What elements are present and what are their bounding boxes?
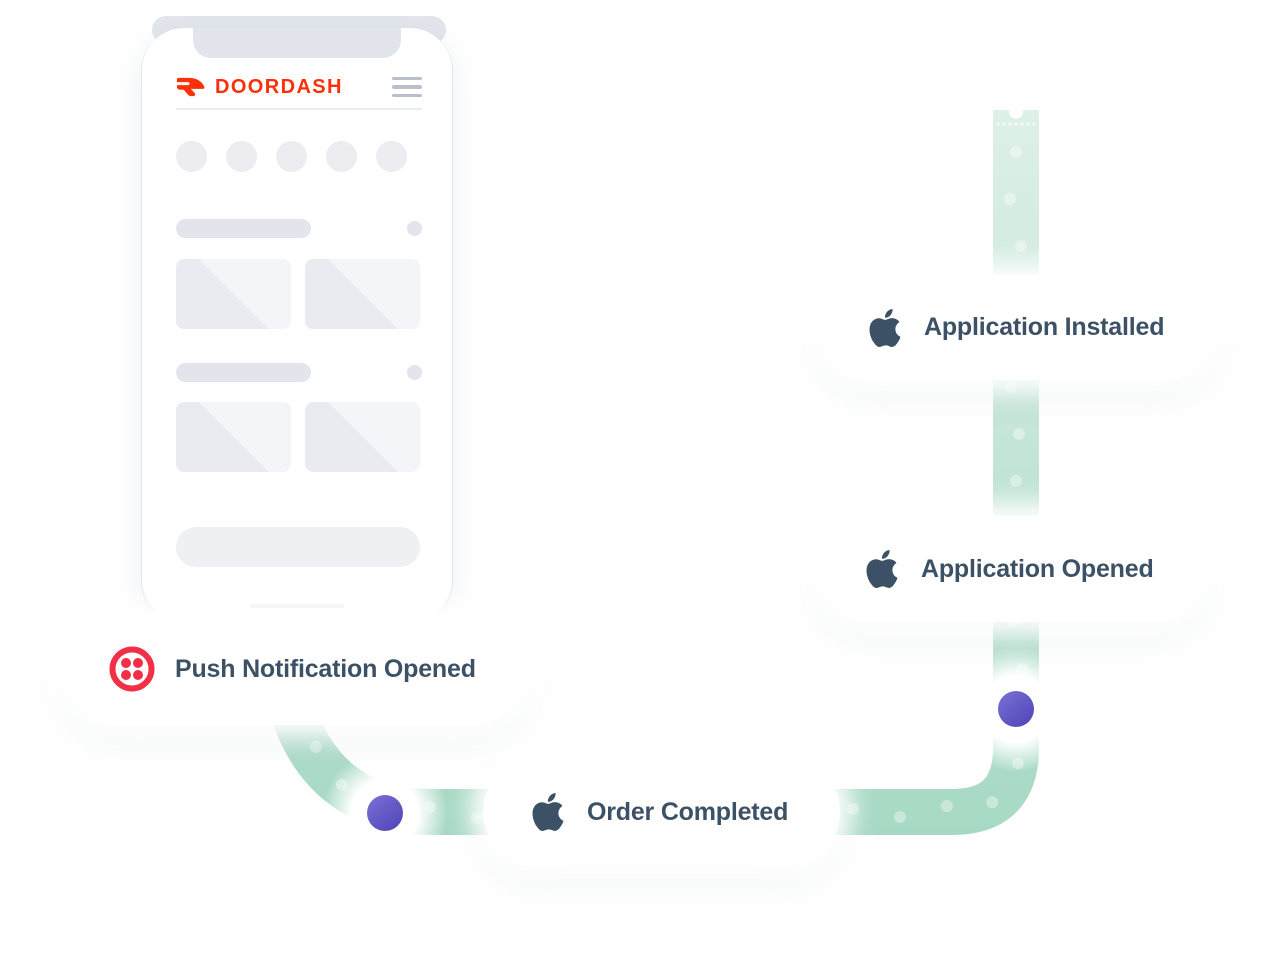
journey-marker bbox=[998, 691, 1034, 727]
journey-marker bbox=[367, 795, 403, 831]
event-pill-application-installed: Application Installed bbox=[820, 275, 1217, 380]
doordash-wordmark: DOORDASH bbox=[215, 75, 343, 98]
home-indicator bbox=[250, 604, 345, 608]
avatar bbox=[226, 141, 257, 172]
apple-icon bbox=[866, 307, 904, 349]
event-label: Application Opened bbox=[921, 554, 1154, 583]
restaurant-card-placeholder bbox=[305, 402, 420, 472]
doordash-logo: DOORDASH bbox=[176, 76, 343, 99]
avatar bbox=[376, 141, 407, 172]
phone-mockup: DOORDASH bbox=[142, 28, 452, 622]
section-action-placeholder bbox=[407, 221, 422, 236]
menu-icon[interactable] bbox=[392, 76, 422, 98]
event-pill-order-completed: Order Completed bbox=[483, 757, 841, 867]
section-title-placeholder bbox=[176, 219, 311, 238]
avatar bbox=[276, 141, 307, 172]
story-avatars bbox=[176, 141, 407, 172]
event-label: Push Notification Opened bbox=[175, 654, 476, 683]
app-header: DOORDASH bbox=[176, 72, 422, 102]
avatar bbox=[176, 141, 207, 172]
path-start-notch bbox=[1009, 105, 1023, 119]
phone-notch bbox=[193, 28, 401, 58]
restaurant-card-placeholder bbox=[305, 259, 420, 329]
section-title-placeholder bbox=[176, 363, 311, 382]
header-divider bbox=[176, 108, 422, 110]
doordash-icon bbox=[176, 77, 205, 97]
event-pill-application-opened: Application Opened bbox=[817, 516, 1206, 622]
event-label: Order Completed bbox=[587, 797, 789, 826]
restaurant-card-placeholder bbox=[176, 402, 291, 472]
event-label: Application Installed bbox=[924, 313, 1165, 341]
twilio-icon bbox=[109, 646, 155, 692]
section-action-placeholder bbox=[407, 365, 422, 380]
restaurant-card-placeholder bbox=[176, 259, 291, 329]
apple-icon bbox=[863, 548, 901, 590]
button-placeholder bbox=[176, 527, 420, 567]
event-pill-push-notification-opened: Push Notification Opened bbox=[63, 613, 528, 725]
avatar bbox=[326, 141, 357, 172]
apple-icon bbox=[529, 791, 567, 833]
